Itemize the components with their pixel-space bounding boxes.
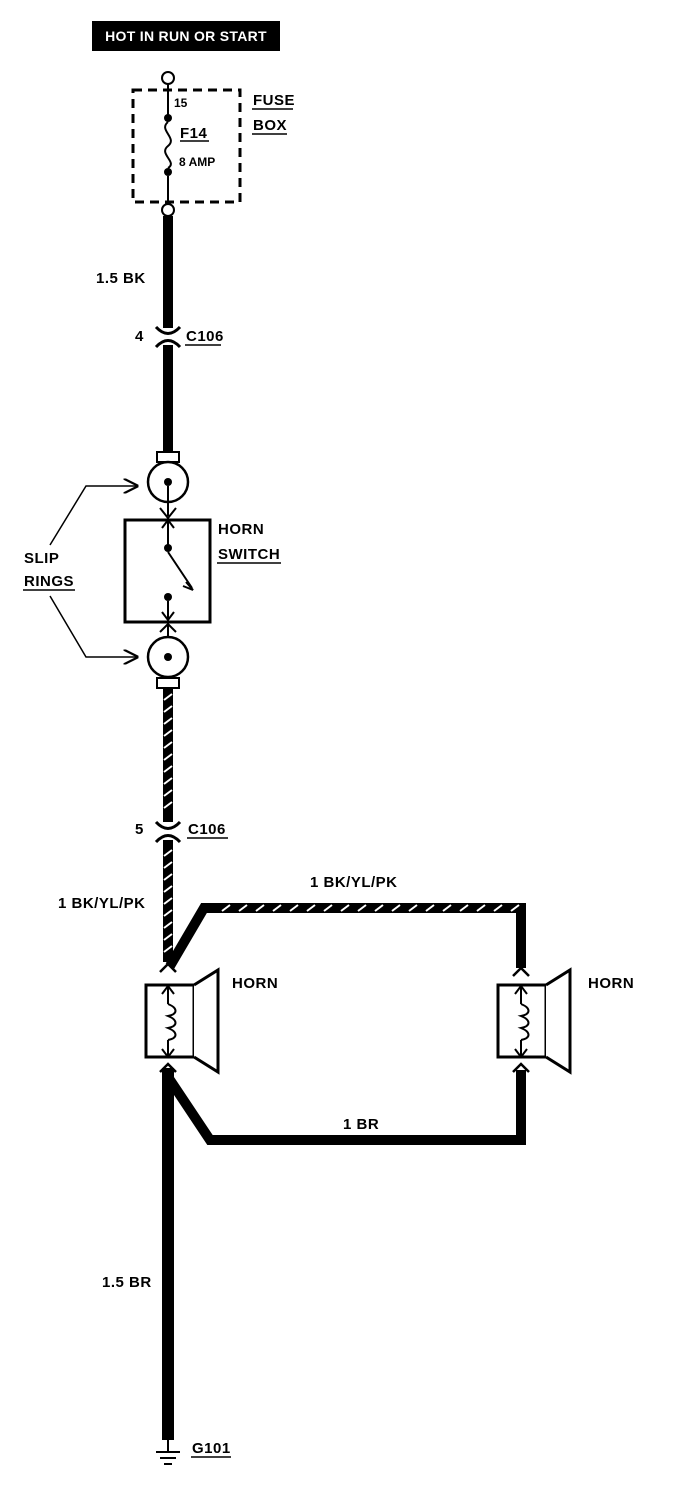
horn-right-coil (517, 1003, 530, 1041)
slip-rings-label-2: RINGS (24, 573, 74, 590)
wire-horn-feed: 1 BK/YL/PK (58, 688, 173, 962)
arrow-to-lower-slip-ring (49, 595, 137, 657)
fuse-input-terminal (161, 71, 175, 85)
horn-switch-label-2: SWITCH (218, 546, 280, 563)
fuse-terminal-number: 15 (174, 96, 188, 110)
fuse-box-outline (131, 88, 242, 204)
connector-lower-pin: 5 (135, 821, 144, 838)
slip-ring-lower (146, 622, 190, 689)
wire-feed: 1.5 BK (96, 216, 173, 452)
wire-stripes-vertical (163, 693, 173, 953)
horn-switch-label: HORN (218, 521, 264, 538)
wire-label-ground: 1.5 BR (102, 1274, 152, 1291)
horn-left: HORN (144, 962, 278, 1075)
slip-rings-callout: SLIP RINGS (23, 486, 137, 657)
fuse-output-terminal (161, 203, 175, 217)
circuit-header: HOT IN RUN OR START (92, 21, 280, 51)
connector-upper-pin: 4 (135, 328, 144, 345)
fuse-f14-element (164, 121, 172, 169)
horn-right-bell (545, 967, 572, 1075)
fuse-box-label-2: BOX (253, 117, 287, 134)
wire-label-feed: 1.5 BK (96, 270, 146, 287)
horn-left-bell (193, 967, 220, 1075)
connector-c106-upper: 4 C106 (135, 325, 224, 349)
horn-right-label: HORN (588, 975, 634, 992)
ground-g101: G101 (156, 1440, 231, 1465)
switch-contact-top (164, 544, 172, 552)
connector-upper-name: C106 (186, 328, 224, 345)
wire-label-horn-jumper: 1 BK/YL/PK (310, 874, 398, 891)
horn-right: HORN (496, 966, 634, 1075)
horn-switch: HORN SWITCH (123, 507, 281, 624)
switch-contact-bottom (164, 593, 172, 601)
arrow-to-upper-slip-ring (49, 486, 137, 546)
horn-left-label: HORN (232, 975, 278, 992)
wire-ground: 1.5 BR (102, 1068, 174, 1440)
wire-horn-ground-jumper: 1 BR (165, 1070, 526, 1145)
slip-ring-upper (146, 451, 190, 516)
wire-stripes-horizontal (221, 904, 520, 912)
wire-label-horn-feed: 1 BK/YL/PK (58, 895, 146, 912)
ground-point-label: G101 (192, 1440, 231, 1457)
slip-rings-label: SLIP (24, 550, 59, 567)
wire-label-horn-ground-jumper: 1 BR (343, 1116, 379, 1133)
connector-c106-lower: 5 C106 (135, 820, 228, 844)
fuse-name: F14 (180, 125, 208, 142)
connector-lower-name: C106 (188, 821, 226, 838)
header-text: HOT IN RUN OR START (105, 28, 267, 44)
wire-horn-jumper: 1 BK/YL/PK (165, 874, 526, 969)
fuse-box: 15 F14 8 AMP FUSE BOX (131, 71, 295, 217)
fuse-box-label: FUSE (253, 92, 295, 109)
fuse-rating: 8 AMP (179, 155, 215, 169)
switch-blade (167, 551, 193, 589)
horn-left-coil (164, 1003, 177, 1041)
